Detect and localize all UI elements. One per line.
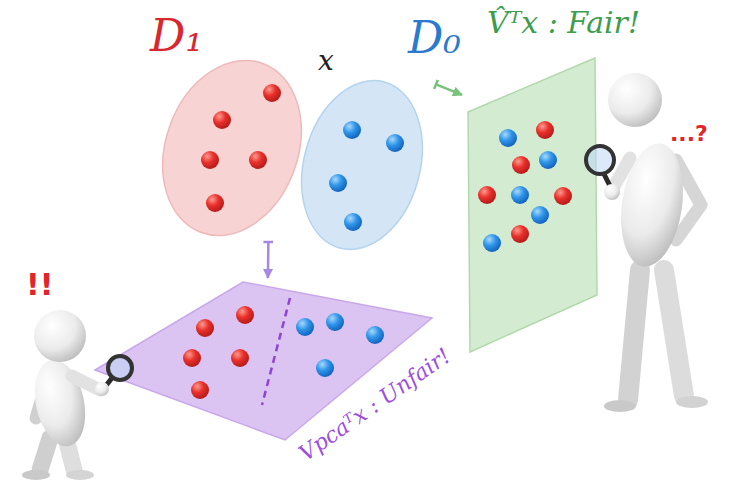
red-sample — [554, 187, 572, 205]
figure-arm — [676, 160, 701, 240]
red-sample — [196, 319, 214, 337]
figure-hand — [604, 184, 620, 200]
magnifier-lens — [108, 356, 132, 380]
figure-leg — [628, 270, 640, 400]
figure-torso — [27, 355, 92, 451]
pca-projection-plane: Vpcaᵀx : Unfair! — [95, 282, 432, 440]
blue-sample — [499, 129, 517, 147]
set-ellipse — [139, 41, 325, 255]
surprise-mark: !! — [26, 268, 53, 301]
blue-sample — [386, 134, 404, 152]
figure-foot — [604, 400, 636, 412]
left-figure — [22, 310, 132, 480]
red-sample — [206, 194, 224, 212]
blue-sample — [343, 121, 361, 139]
red-sample — [191, 381, 209, 399]
right-figure — [586, 73, 708, 412]
node-outline — [465, 55, 601, 355]
magnifier-lens — [586, 146, 614, 174]
red-sample — [511, 225, 529, 243]
figure-foot — [676, 396, 708, 408]
blue-sample — [511, 186, 529, 204]
node-outline — [302, 81, 422, 249]
class-ellipse: D₀ — [302, 81, 422, 249]
magnifier-handle — [604, 174, 610, 186]
figure-leg — [66, 438, 74, 470]
node-label: D₁ — [150, 12, 203, 60]
blue-sample — [329, 174, 347, 192]
projection-plane — [95, 282, 432, 440]
magnifier-handle — [104, 378, 112, 388]
figure-arm — [36, 378, 48, 418]
figure-leg — [40, 438, 50, 470]
figure-foot — [22, 470, 50, 480]
figure-hand — [95, 382, 109, 396]
projection-plane — [468, 58, 597, 352]
red-sample — [249, 151, 267, 169]
decision-boundary — [262, 298, 290, 405]
blue-sample — [326, 313, 344, 331]
node-outline — [162, 60, 302, 236]
blue-sample — [316, 359, 334, 377]
figure-foot — [66, 470, 94, 480]
figure-arm — [72, 376, 100, 390]
red-sample — [183, 349, 201, 367]
red-sample — [478, 186, 496, 204]
blue-sample — [539, 151, 557, 169]
puzzled-mark: ...? — [670, 122, 708, 146]
blue-sample — [296, 318, 314, 336]
red-sample — [536, 121, 554, 139]
blue-sample — [366, 326, 384, 344]
red-sample — [236, 306, 254, 324]
node-outline — [95, 282, 432, 440]
fair-projection-plane: V̂ᵀx : Fair! — [465, 55, 601, 355]
blue-sample — [483, 234, 501, 252]
set-ellipse — [284, 67, 441, 263]
red-sample — [201, 151, 219, 169]
node-label: D₀ — [408, 14, 461, 62]
blue-sample — [344, 213, 362, 231]
figure-arm — [612, 158, 630, 190]
red-sample — [263, 84, 281, 102]
node-label: V̂ᵀx : Fair! — [487, 6, 640, 39]
figure-head — [608, 73, 662, 127]
figure-head — [34, 310, 86, 362]
figure-leg — [664, 270, 684, 396]
class-ellipse: D₁ — [162, 60, 302, 236]
variable-label: x — [318, 46, 334, 77]
figure-torso — [614, 139, 691, 270]
red-sample — [231, 349, 249, 367]
red-sample — [512, 156, 530, 174]
mapping-arrow — [436, 84, 462, 95]
mapping-arrow — [267, 242, 270, 278]
red-sample — [213, 111, 231, 129]
blue-sample — [531, 206, 549, 224]
